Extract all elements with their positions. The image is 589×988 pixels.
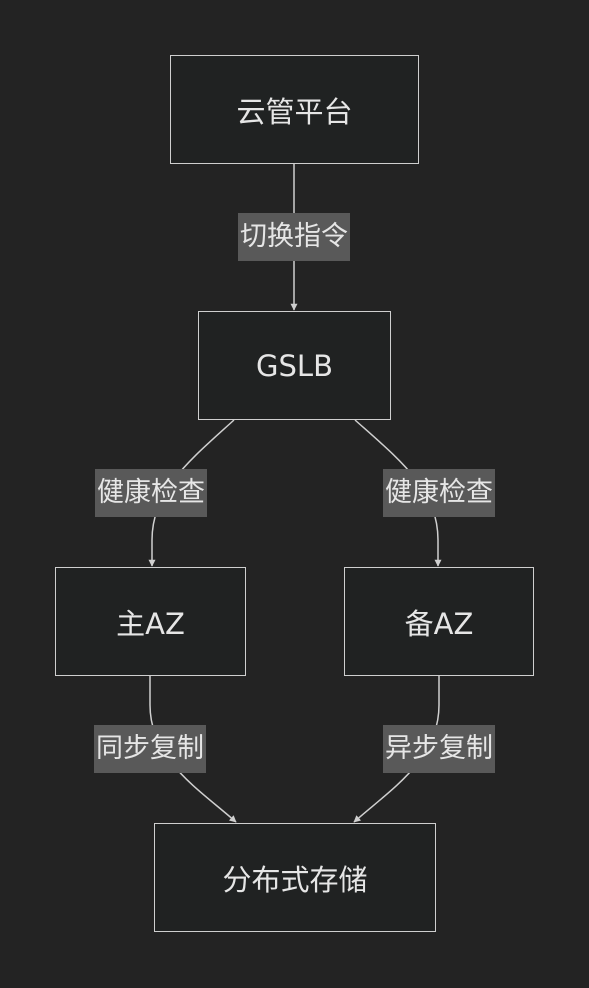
node-gslb: GSLB (198, 311, 391, 420)
node-cloud-platform: 云管平台 (170, 55, 419, 164)
edge-label-sync-replication: 同步复制 (94, 725, 206, 773)
edge-label-health-check-backup: 健康检查 (383, 469, 495, 517)
node-distributed-storage: 分布式存储 (154, 823, 436, 932)
node-primary-az-label: 主AZ (116, 606, 185, 641)
node-distributed-storage-label: 分布式存储 (222, 862, 368, 897)
node-backup-az: 备AZ (344, 567, 534, 676)
edge-label-switch-command: 切换指令 (238, 213, 350, 261)
node-gslb-label: GSLB (256, 348, 333, 383)
node-primary-az: 主AZ (55, 567, 246, 676)
edge-label-health-check-primary: 健康检查 (95, 469, 207, 517)
edge-label-async-replication: 异步复制 (383, 725, 495, 773)
node-cloud-platform-label: 云管平台 (236, 94, 353, 129)
node-backup-az-label: 备AZ (404, 606, 474, 641)
